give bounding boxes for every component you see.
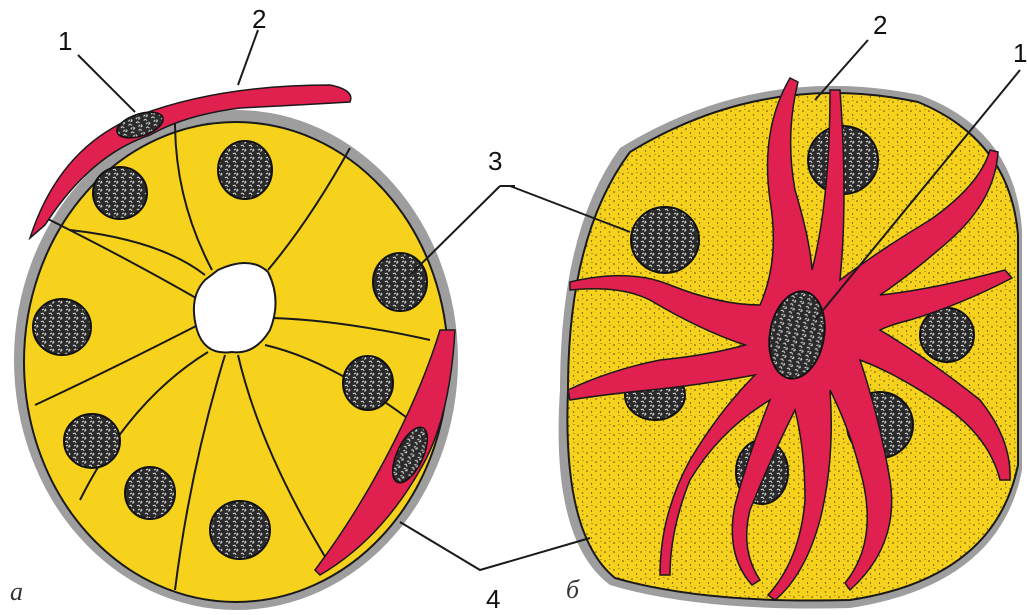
label-1-right: 1 bbox=[1013, 38, 1027, 68]
label-4: 4 bbox=[486, 584, 500, 614]
nucleus bbox=[218, 141, 272, 199]
label-3: 3 bbox=[488, 146, 502, 176]
panel-label-b: б bbox=[566, 575, 580, 604]
nucleus bbox=[920, 308, 974, 362]
basket-cell-diagram bbox=[559, 78, 1022, 609]
label-2-left: 2 bbox=[252, 4, 266, 34]
leader-2-left bbox=[238, 30, 258, 85]
nucleus bbox=[631, 207, 699, 273]
nucleus bbox=[373, 253, 427, 311]
acinus-diagram bbox=[14, 85, 458, 610]
leader-1-left bbox=[78, 55, 135, 112]
nucleus bbox=[33, 299, 91, 355]
label-1-left: 1 bbox=[58, 26, 72, 56]
nucleus bbox=[210, 501, 270, 559]
nucleus bbox=[125, 467, 175, 519]
label-2-right: 2 bbox=[873, 10, 887, 40]
leader-4 bbox=[400, 522, 590, 570]
nucleus bbox=[93, 167, 147, 219]
panel-label-a: a bbox=[10, 577, 23, 606]
nucleus bbox=[64, 414, 120, 468]
nucleus bbox=[343, 356, 393, 410]
